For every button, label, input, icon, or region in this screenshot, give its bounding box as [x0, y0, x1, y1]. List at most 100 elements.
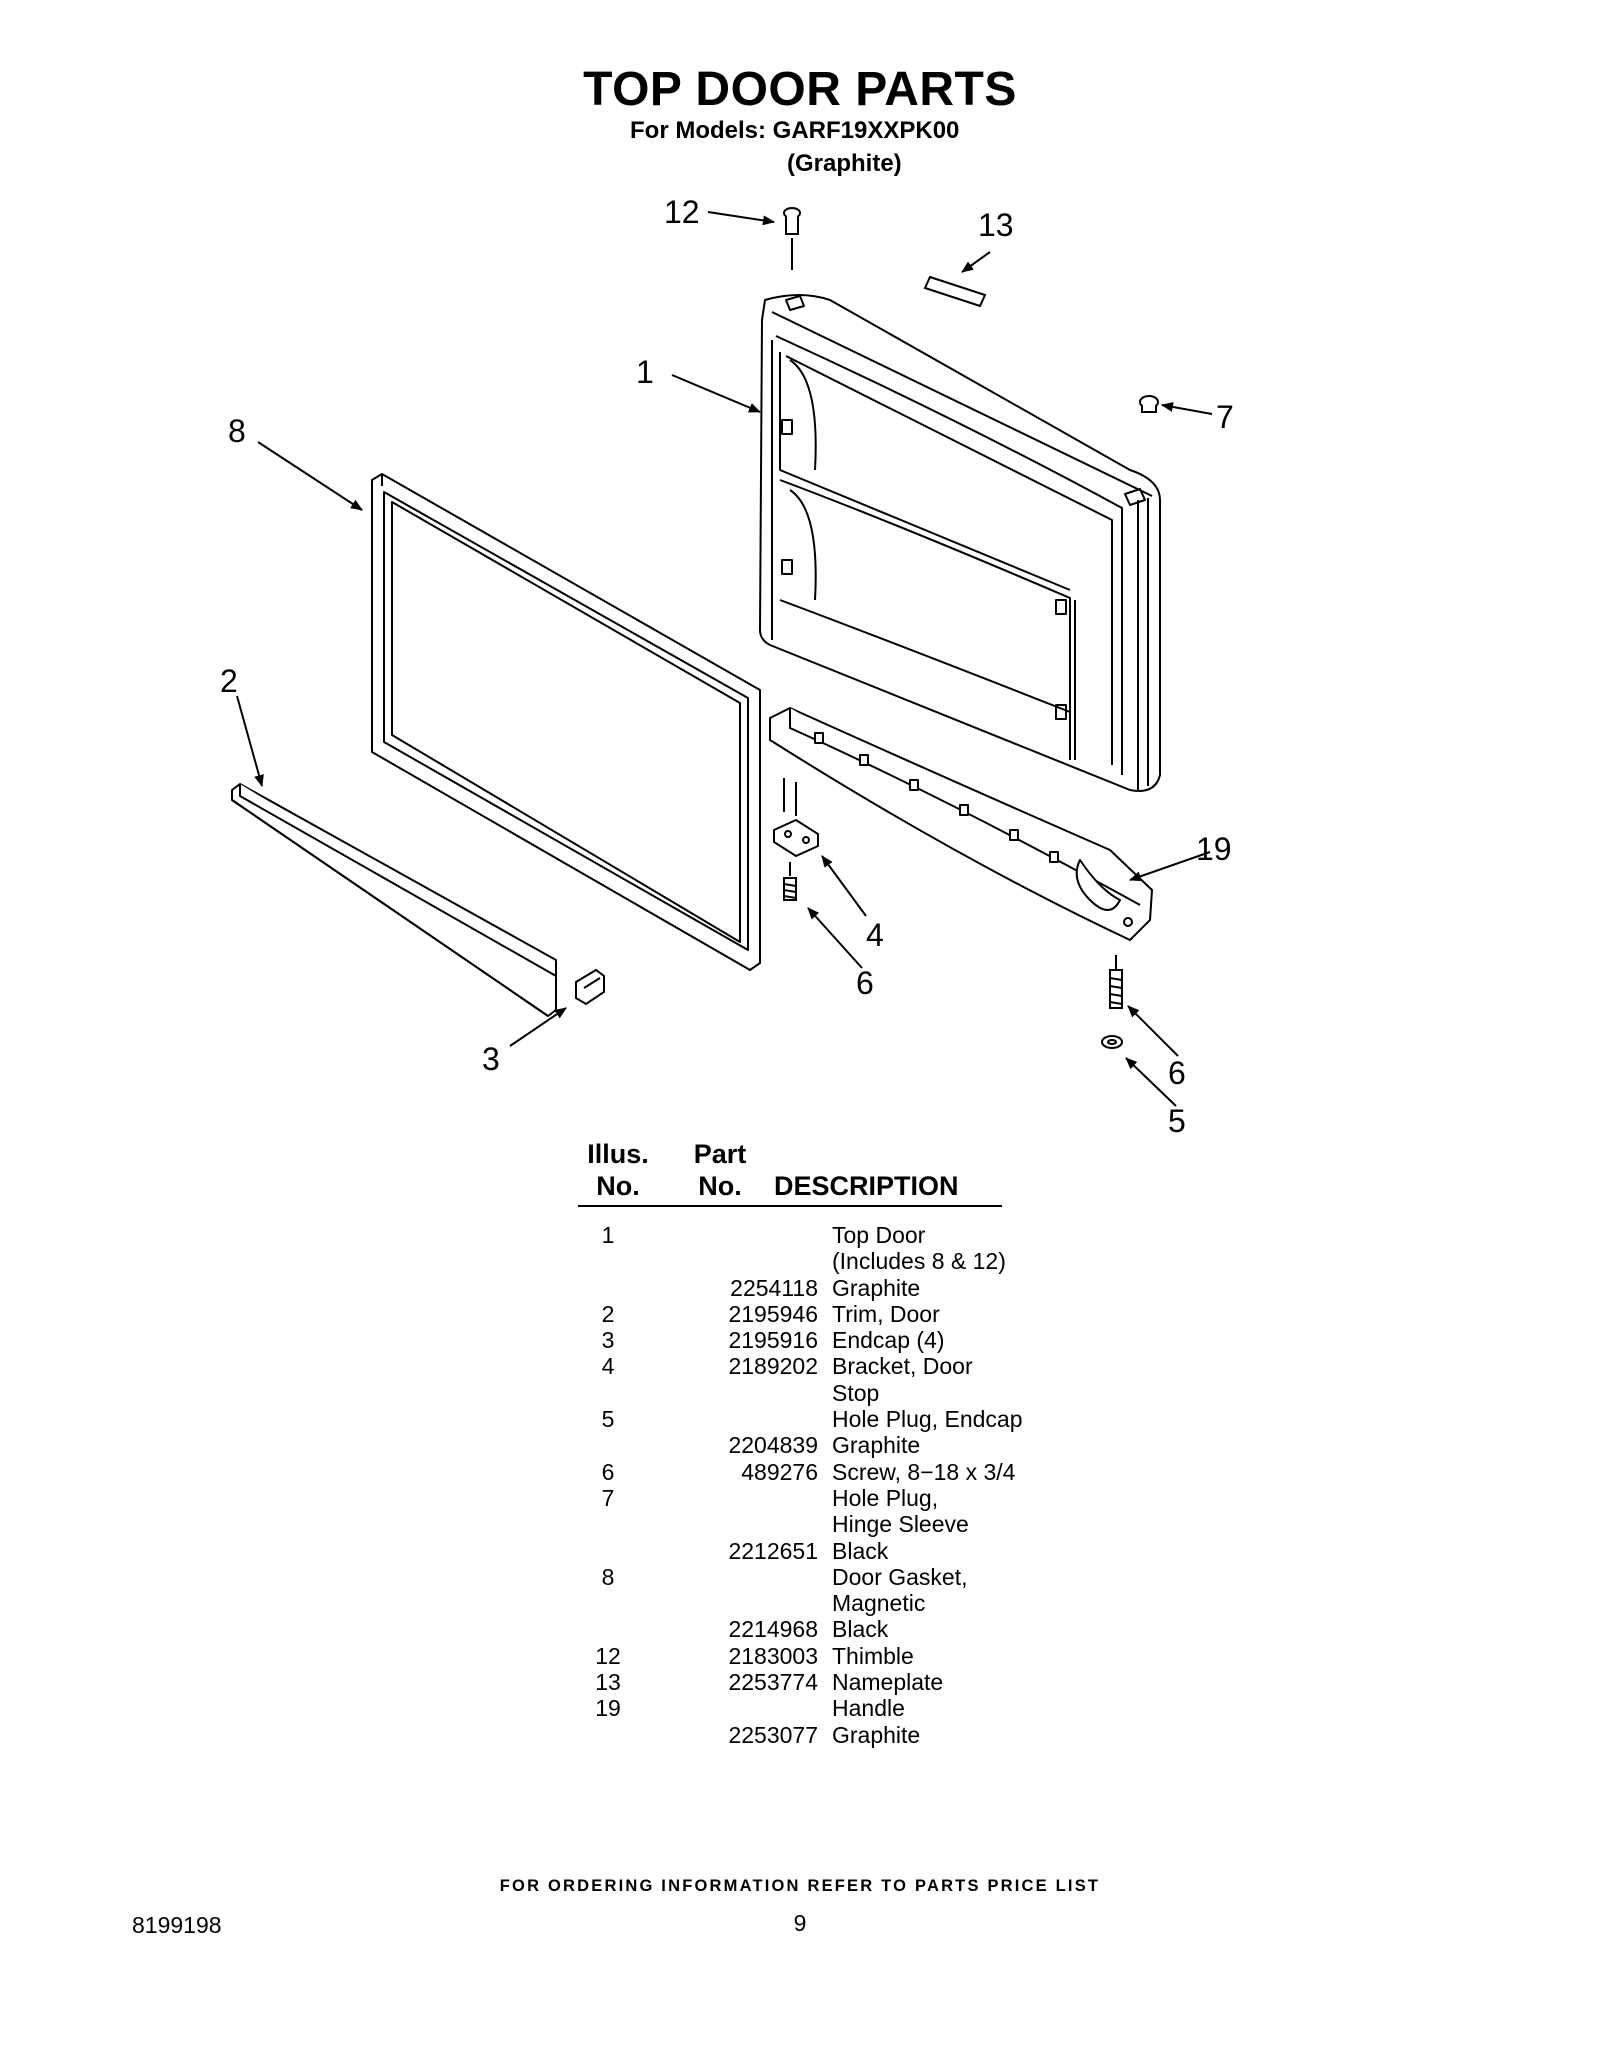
description-cell: Magnetic	[832, 1590, 926, 1617]
parts-row: 3 2195916 Endcap (4)	[578, 1327, 1023, 1353]
part-no-cell: 2204839	[728, 1432, 818, 1459]
part-no-cell	[638, 1222, 818, 1248]
part-no-cell: 2189202	[728, 1353, 818, 1380]
document-number: 8199198	[132, 1912, 222, 1938]
callout-3: 3	[482, 1041, 500, 1077]
description-cell: Graphite	[832, 1721, 921, 1748]
parts-row: 13 2253774 Nameplate	[578, 1669, 1023, 1695]
thimble-drawing	[783, 207, 801, 270]
nameplate-drawing	[923, 275, 987, 308]
illus-no-cell	[578, 1511, 638, 1537]
parts-row: 2204839 Graphite	[578, 1432, 1023, 1458]
part-no-cell: 2195916	[728, 1327, 818, 1354]
part-no-cell: 2212651	[728, 1537, 818, 1564]
callout-6-right: 6	[1168, 1055, 1186, 1091]
description-cell: Black	[832, 1537, 889, 1564]
header-part-no: Part No.	[670, 1138, 770, 1202]
top-door-drawing	[759, 294, 1161, 792]
models-line: For Models: GARF19XXPK00	[630, 117, 960, 144]
header-illus-line1: Illus.	[587, 1139, 649, 1169]
description-cell: Thimble	[832, 1642, 914, 1669]
header-illus-line2: No.	[596, 1171, 640, 1201]
description-cell: Black	[832, 1616, 889, 1643]
screw-left-drawing	[783, 862, 797, 901]
illus-no-cell	[578, 1275, 638, 1301]
illus-no-cell: 12	[595, 1642, 621, 1669]
illus-no-cell: 7	[601, 1484, 615, 1511]
parts-row: 2212651 Black	[578, 1538, 1023, 1564]
illus-no-cell: 8	[601, 1563, 615, 1590]
illus-no-cell	[578, 1432, 638, 1458]
ordering-note: FOR ORDERING INFORMATION REFER TO PARTS …	[499, 1877, 1101, 1895]
header-illus-no: Illus. No.	[578, 1138, 658, 1202]
illus-no-cell	[578, 1590, 638, 1616]
description-cell: Top Door	[832, 1222, 926, 1248]
screw-right-drawing	[1109, 955, 1123, 1009]
part-no-cell: 2254118	[730, 1274, 818, 1301]
part-no-cell: 2183003	[728, 1642, 818, 1669]
illus-no-cell: 6	[601, 1458, 615, 1485]
header-part-line2: No.	[698, 1171, 742, 1201]
door-gasket-drawing	[371, 473, 761, 971]
parts-row: Hinge Sleeve	[578, 1511, 1023, 1537]
callout-5: 5	[1168, 1103, 1186, 1139]
description-cell: Graphite	[832, 1432, 921, 1459]
parts-row: 5 Hole Plug, Endcap	[578, 1406, 1023, 1432]
parts-row: Stop	[578, 1380, 1023, 1406]
page-number: 9	[793, 1910, 807, 1936]
part-no-cell	[638, 1564, 818, 1590]
part-no-cell	[638, 1511, 818, 1537]
parts-row: 4 2189202 Bracket, Door	[578, 1353, 1023, 1379]
callout-13: 13	[978, 207, 1014, 243]
parts-row: 12 2183003 Thimble	[578, 1643, 1023, 1669]
part-no-cell: 2195946	[728, 1300, 818, 1327]
description-cell: Screw, 8−18 x 3/4	[832, 1458, 1016, 1485]
illus-no-cell: 2	[601, 1300, 615, 1327]
illus-no-cell: 3	[601, 1327, 615, 1354]
description-cell: Handle	[832, 1695, 905, 1722]
parts-row: 7 Hole Plug,	[578, 1485, 1023, 1511]
description-cell: Trim, Door	[832, 1300, 940, 1327]
description-cell: Door Gasket,	[832, 1563, 968, 1590]
part-no-cell: 489276	[741, 1458, 818, 1485]
endcap-hole-plug-drawing	[1101, 1035, 1123, 1049]
part-no-cell: 2253774	[728, 1669, 818, 1696]
illus-no-cell	[578, 1380, 638, 1406]
description-cell: Hole Plug, Endcap	[832, 1406, 1023, 1433]
door-trim-drawing	[231, 783, 557, 1017]
callout-19: 19	[1196, 831, 1232, 867]
description-cell: (Includes 8 & 12)	[832, 1248, 1006, 1275]
exploded-parts-diagram: 12 13 1 7 8 2 19 4 6 3 6 5	[220, 194, 1234, 1139]
description-cell: Bracket, Door	[832, 1353, 973, 1380]
endcap-drawing	[575, 968, 605, 1006]
header-description: DESCRIPTION	[774, 1171, 959, 1201]
illus-no-cell: 4	[601, 1353, 615, 1380]
part-no-cell	[638, 1248, 818, 1274]
callout-8: 8	[228, 413, 246, 449]
description-cell: Hinge Sleeve	[832, 1511, 969, 1538]
description-cell: Endcap (4)	[832, 1327, 945, 1354]
description-cell: Stop	[832, 1379, 880, 1406]
leader-lines	[236, 211, 1213, 1107]
description-cell: Nameplate	[832, 1669, 944, 1696]
parts-row: (Includes 8 & 12)	[578, 1248, 1023, 1274]
illus-no-cell	[578, 1722, 638, 1748]
callout-6-left: 6	[856, 965, 874, 1001]
illus-no-cell: 13	[595, 1669, 621, 1696]
door-stop-bracket-drawing	[773, 778, 819, 858]
illus-no-cell: 5	[601, 1406, 615, 1433]
illus-no-cell	[578, 1248, 638, 1274]
page-title: TOP DOOR PARTS	[583, 63, 1017, 116]
header-part-line1: Part	[693, 1139, 747, 1169]
part-no-cell	[638, 1695, 818, 1721]
callout-1: 1	[636, 354, 654, 390]
callout-7: 7	[1216, 399, 1234, 435]
description-cell: Hole Plug,	[832, 1484, 939, 1511]
part-no-cell	[638, 1485, 818, 1511]
part-no-cell: 2214968	[728, 1616, 818, 1643]
